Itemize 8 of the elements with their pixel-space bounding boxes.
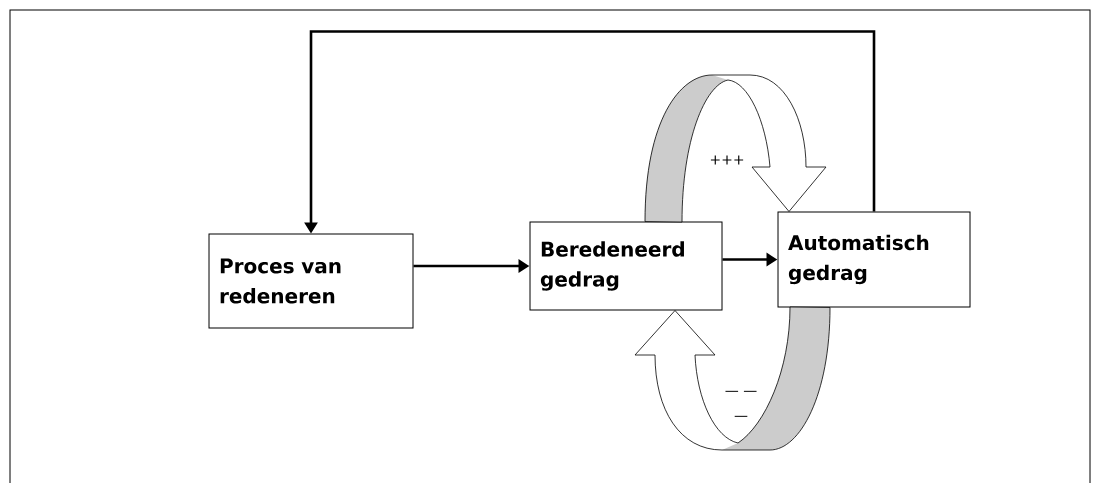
edge-label: — — bbox=[725, 390, 757, 392]
curved-block-arrow bbox=[634, 306, 831, 451]
sign-label: — bbox=[734, 415, 748, 417]
process-box: Proces van redeneren bbox=[208, 233, 414, 329]
process-box: Automatisch gedrag bbox=[777, 211, 971, 308]
curved-block-arrow bbox=[644, 74, 827, 223]
edge-label: +++ bbox=[710, 155, 744, 165]
process-box: Beredeneerd gedrag bbox=[529, 221, 723, 311]
